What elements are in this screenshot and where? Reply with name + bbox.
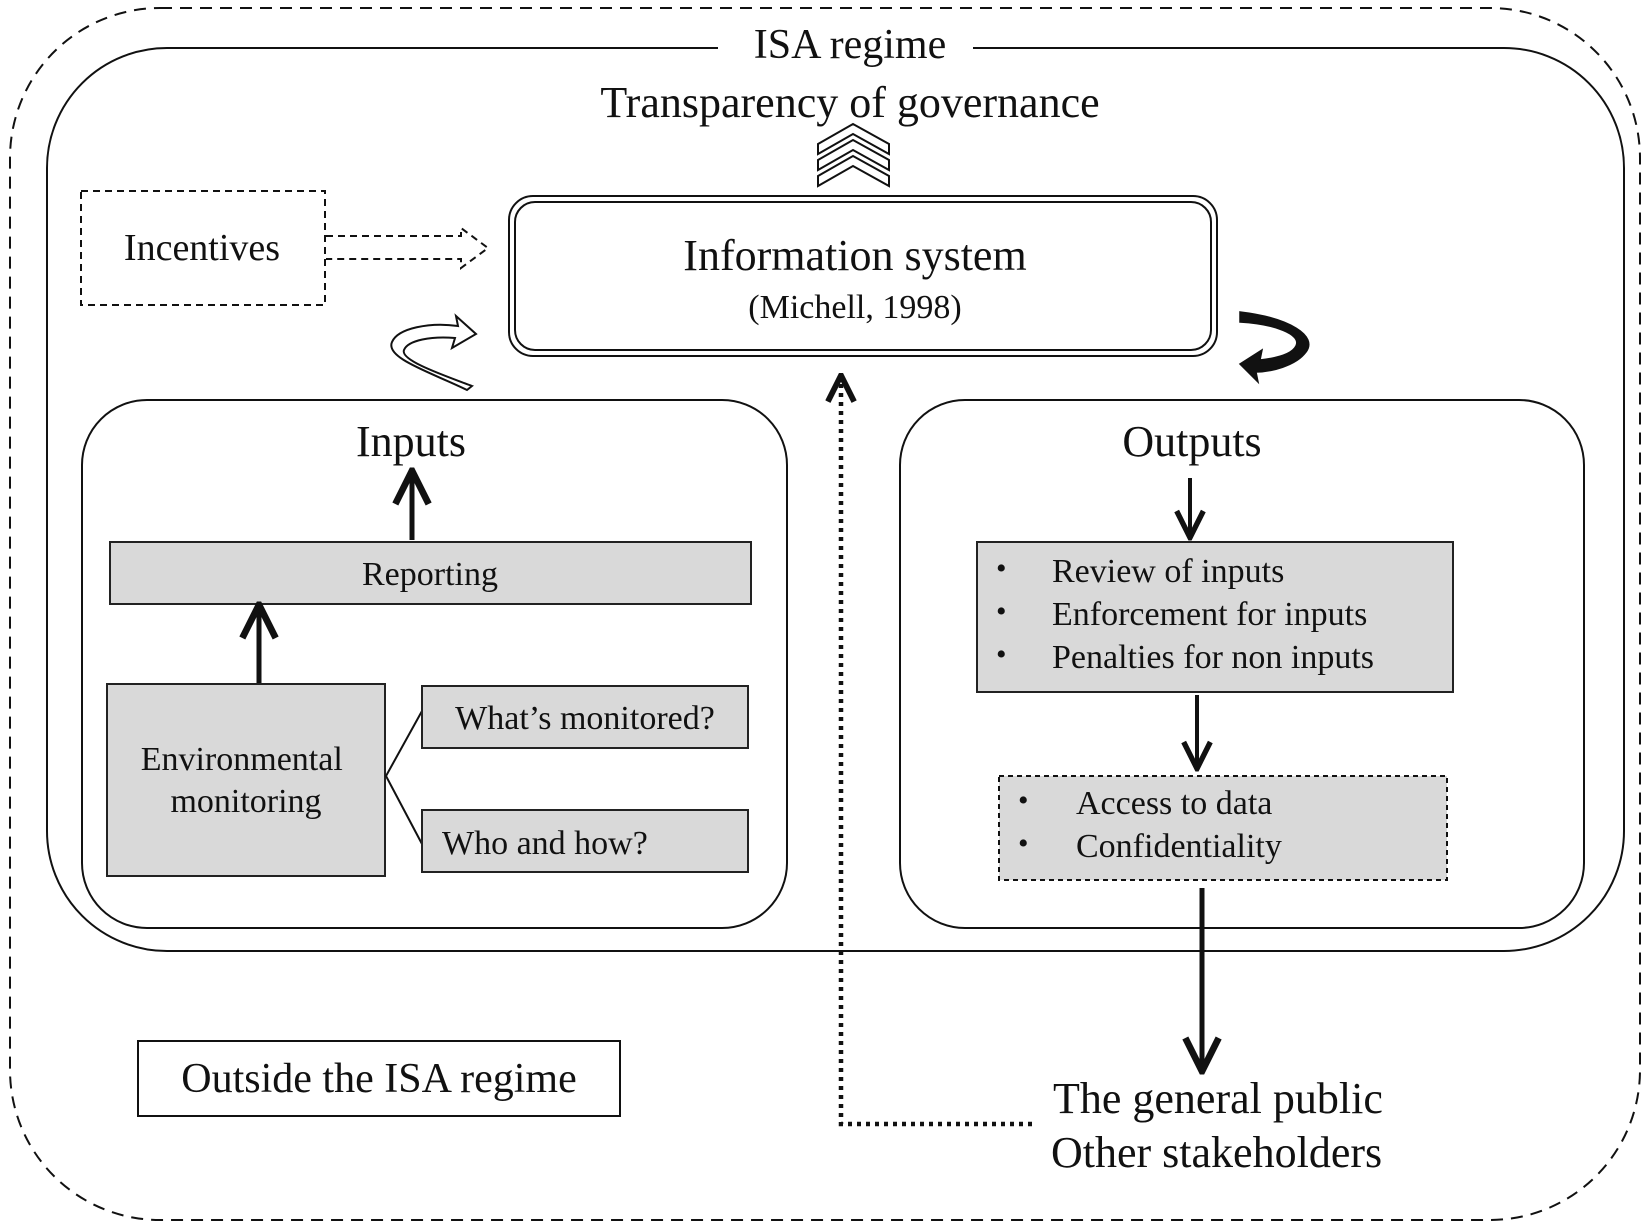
who-and-how-label: Who and how? [442,825,648,862]
action-bullet: • [996,552,1007,585]
action-review: Review of inputs [1052,553,1284,590]
regime-title-backdrop [718,30,973,70]
chevron-up-icon [817,122,890,188]
outside-regime-boundary [9,7,1641,1221]
information-system-title: Information system [683,231,1026,280]
stakeholders-other: Other stakeholders [1051,1128,1382,1177]
data-confidentiality-label: Confidentiality [1076,828,1282,865]
data-bullet: • [1018,827,1029,860]
data-bullet: • [1018,784,1029,817]
outside-regime-label: Outside the ISA regime [181,1056,576,1102]
environmental-monitoring-line1: Environmental [141,741,343,778]
outside-regime-label-box [137,1040,621,1117]
outputs-cycle-arrow-icon [1238,311,1310,385]
action-enforcement: Enforcement for inputs [1052,596,1367,633]
environmental-monitoring-box [106,683,386,877]
incentives-box [80,190,326,306]
whats-monitored-label: What’s monitored? [455,700,715,737]
information-system-citation: (Michell, 1998) [748,289,961,326]
inputs-title: Inputs [356,417,466,466]
data-access-box [998,775,1448,881]
data-access-label: Access to data [1076,785,1272,822]
information-system-box [514,201,1212,351]
transparency-label: Transparency of governance [600,78,1099,127]
whats-monitored-box [421,685,749,749]
stakeholders-public: The general public [1053,1074,1383,1123]
incentives-label: Incentives [124,227,280,269]
output-actions-box [976,541,1454,693]
inputs-cycle-arrow-icon [390,313,478,392]
stakeholder-feedback-arrow [841,378,1032,1127]
action-bullet: • [996,595,1007,628]
reporting-box [109,541,752,605]
outputs-title: Outputs [1122,417,1261,466]
who-and-how-box [421,809,749,873]
reporting-label: Reporting [362,556,498,593]
environmental-monitoring-label: Environmental monitoring [141,741,352,820]
incentives-arrow-icon [326,226,490,270]
action-penalties: Penalties for non inputs [1052,639,1374,676]
regime-title: ISA regime [754,22,946,68]
environmental-monitoring-line2: monitoring [170,783,321,820]
information-system-box-outer [508,195,1218,357]
action-bullet: • [996,638,1007,671]
monitoring-branch-lines [384,710,423,845]
